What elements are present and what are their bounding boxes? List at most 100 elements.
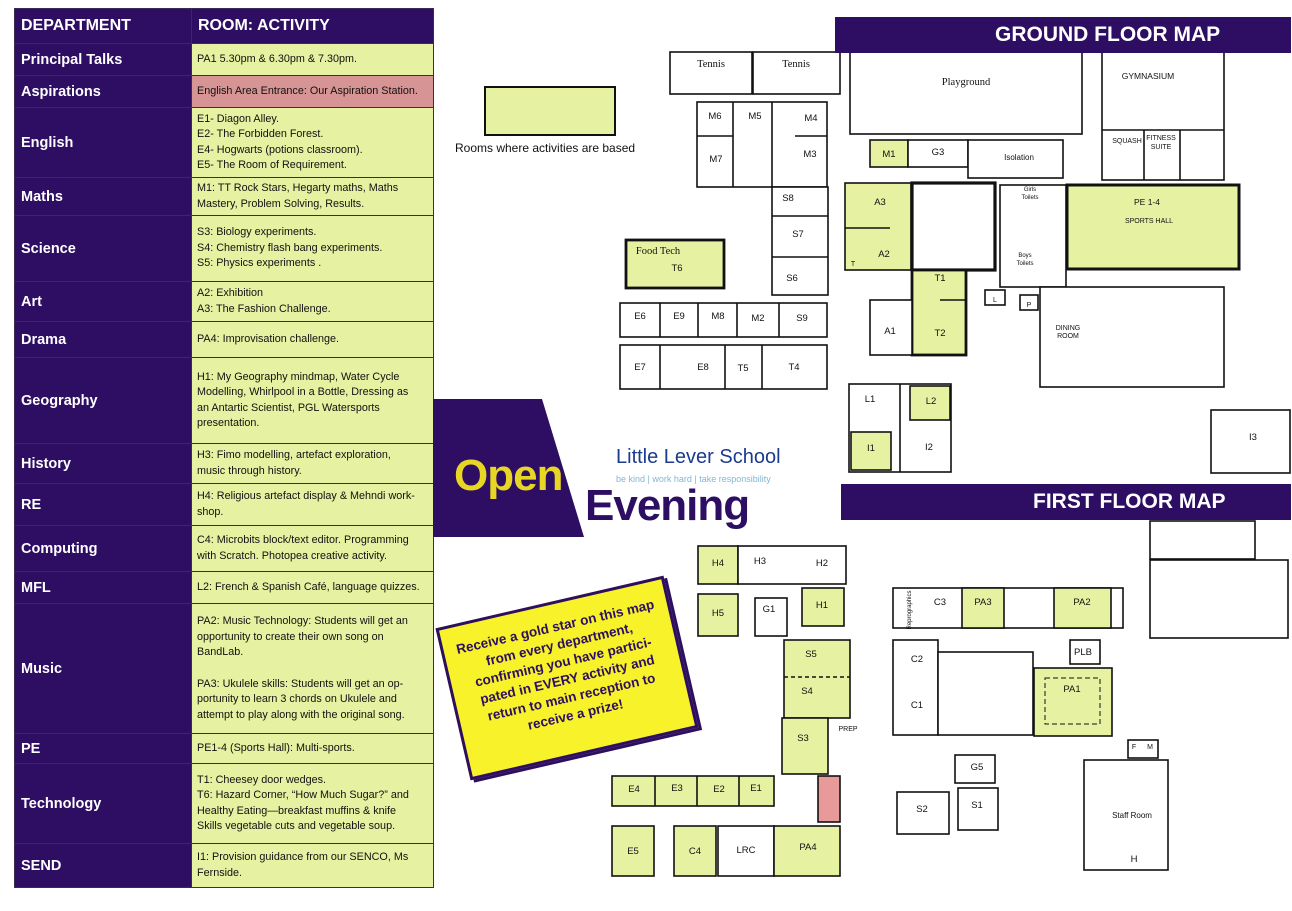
room-label: T1 xyxy=(934,273,945,284)
table-row: PE PE1-4 (Sports Hall): Multi-sports. xyxy=(14,733,434,764)
room xyxy=(999,184,1067,288)
room-label: E4 xyxy=(628,784,640,795)
room-label: PLB xyxy=(1074,647,1092,658)
activity-line: Skills vegetable cuts and vegetable soup… xyxy=(197,820,396,832)
room xyxy=(1069,639,1101,665)
activity-line: T6: Hazard Corner, “How Much Sugar?” and xyxy=(197,789,409,801)
room-label: C2 xyxy=(911,654,923,665)
activity-line: T1: Cheesey door wedges. xyxy=(197,773,327,786)
room-label: Food Tech xyxy=(636,246,681,257)
open-title: Open xyxy=(454,451,563,500)
room-label: PA2 xyxy=(1073,597,1090,608)
activity-line: H4: Religious artefact display & Mehndi … xyxy=(197,490,415,502)
activity-line: Mastery, Problem Solving, Results. xyxy=(197,197,365,210)
room xyxy=(1210,409,1291,474)
room-label: Reprographics xyxy=(907,590,913,629)
tennis-court-1-label: Tennis xyxy=(697,59,725,70)
room-label: PA1 xyxy=(1063,684,1080,695)
activity-cell: I1: Provision guidance from our SENCO, M… xyxy=(191,843,434,888)
room-label: PA4 xyxy=(799,842,816,853)
room xyxy=(896,791,950,835)
activity-line: E2- The Forbidden Forest. xyxy=(197,128,324,140)
activity-line: PA1 5.30pm & 6.30pm & 7.30pm. xyxy=(197,52,358,65)
activity-line: PA2: Music Technology: Students will get… xyxy=(197,615,408,627)
room-label: S6 xyxy=(786,273,798,284)
room-label: H2 xyxy=(816,558,828,569)
activity-cell: H3: Fimo modelling, artefact exploration… xyxy=(191,443,434,484)
room-label: M xyxy=(1147,744,1153,751)
room-label: L1 xyxy=(865,394,876,405)
room-label: H3 xyxy=(754,556,766,567)
room-label: M6 xyxy=(708,111,721,122)
room-c4 xyxy=(673,825,717,877)
room-h1 xyxy=(801,587,845,627)
first-floor-title: FIRST FLOOR MAP xyxy=(841,484,1291,520)
tennis-court-2 xyxy=(752,51,841,95)
room-label: S5 xyxy=(805,649,817,660)
ground-floor-title: GROUND FLOOR MAP xyxy=(835,17,1291,53)
room xyxy=(869,299,913,356)
room xyxy=(1019,294,1039,311)
tennis-court-1 xyxy=(669,51,753,95)
room-label: I1 xyxy=(867,443,875,454)
room-label: A2 xyxy=(878,249,890,260)
staff-room xyxy=(1083,759,1169,871)
room-label: SUITE xyxy=(1151,144,1172,151)
room-label: S8 xyxy=(782,193,794,204)
room-label: ROOM xyxy=(1057,333,1079,340)
room-label: FITNESS xyxy=(1146,135,1176,142)
room-label: H4 xyxy=(712,558,724,569)
room-label: Boys xyxy=(1018,253,1031,259)
room-label: E5 xyxy=(627,846,639,857)
room-l2 xyxy=(909,385,951,421)
activity-table: DEPARTMENT ROOM: ACTIVITY Principal Talk… xyxy=(14,8,434,888)
table-row: Music PA2: Music Technology: Students wil… xyxy=(14,603,434,734)
room-label: E7 xyxy=(634,362,646,373)
department-name: Music xyxy=(14,603,192,734)
activity-line: portunity to learn 3 chords on Ukulele a… xyxy=(197,693,397,705)
room-label: Staff Room xyxy=(1112,811,1152,820)
room-label: M3 xyxy=(803,149,816,160)
department-name: PE xyxy=(14,733,192,764)
room-label: M7 xyxy=(709,154,722,165)
room xyxy=(754,597,788,637)
room-label: G5 xyxy=(971,762,984,773)
room-label: LRC xyxy=(736,845,755,856)
promo-text: Receive a gold star on this map from eve… xyxy=(454,596,657,733)
activity-line: PE1-4 (Sports Hall): Multi-sports. xyxy=(197,741,355,754)
department-name: Geography xyxy=(14,357,192,444)
room-label: GYMNASIUM xyxy=(1122,71,1174,81)
gymnasium xyxy=(1101,51,1225,181)
room-label: C1 xyxy=(911,700,923,711)
room-label: T4 xyxy=(788,362,799,373)
department-name: MFL xyxy=(14,571,192,604)
maths-block xyxy=(696,101,828,188)
activity-line: H3: Fimo modelling, artefact exploration… xyxy=(197,449,391,461)
school-name: Little Lever School xyxy=(616,446,781,468)
department-name: Maths xyxy=(14,177,192,216)
room-label: M5 xyxy=(748,111,761,122)
room-label: P xyxy=(1027,302,1032,309)
branding-ribbon xyxy=(433,399,584,537)
activity-cell: H4: Religious artefact display & Mehndi … xyxy=(191,483,434,526)
activity-line: H1: My Geography mindmap, Water Cycle xyxy=(197,370,400,383)
room xyxy=(937,651,1034,736)
room-label: S4 xyxy=(801,686,813,697)
room-label: H5 xyxy=(712,608,724,619)
room xyxy=(954,754,996,784)
room-label: DINING xyxy=(1056,325,1081,332)
room xyxy=(984,289,1006,306)
room-label: E8 xyxy=(697,362,709,373)
room xyxy=(957,787,999,831)
activity-line: music through history. xyxy=(197,464,302,477)
activity-line: E4- Hogwarts (potions classroom). xyxy=(197,143,363,156)
activity-line: BandLab. xyxy=(197,646,244,658)
